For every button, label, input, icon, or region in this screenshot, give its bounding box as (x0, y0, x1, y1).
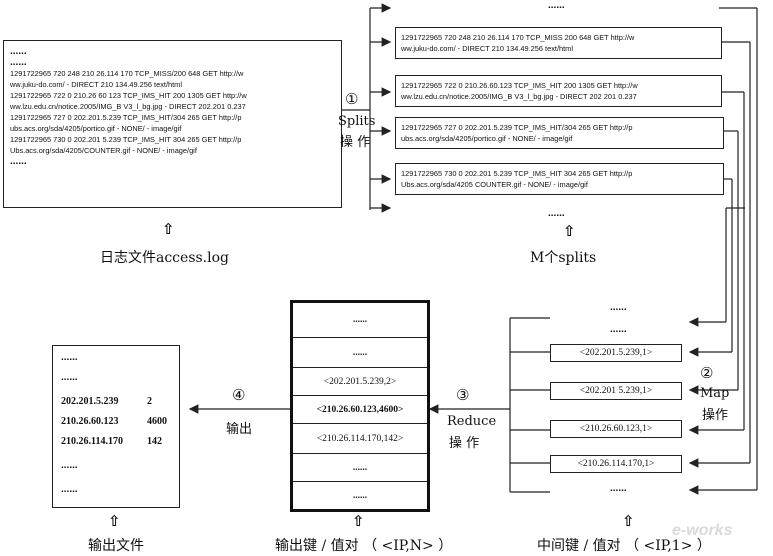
output-file-count: 142 (147, 436, 162, 447)
split-line: 1291722965 720 248 210 26.114 170 TCP_MI… (401, 33, 635, 42)
output-kv-caption: 输出键 / 值对 （ <IP,N> ） (275, 538, 453, 554)
intermediate-pair: <202.201.5.239,1> (550, 344, 682, 362)
splits-top-dots: ...... (548, 0, 565, 11)
up-arrow-icon: ⇧ (352, 512, 365, 530)
step1-label-cn: 操 作 (340, 135, 371, 150)
output-file-row: 210.26.60.123 4600 (61, 416, 171, 436)
log-line: ubs.acs.org/sda/4205/portico.gif - NONE/… (10, 124, 182, 133)
output-file-count: 4600 (147, 416, 167, 427)
output-file-dots: ...... (61, 372, 78, 383)
intermediate-caption: 中间键 / 值对 （ <IP,1> ） (537, 538, 711, 554)
step3-label-cn: 操 作 (449, 436, 480, 451)
step1-number: ① (345, 90, 359, 108)
step2-number: ② (700, 364, 714, 382)
split-line: ww.lzu.edu.cn/notice.2005/IMG_B V3_l_bg.… (401, 92, 637, 101)
output-kv-cell: ...... (293, 337, 427, 367)
intermediate-dots: ...... (610, 483, 627, 494)
intermediate-pair: <202.201 5.239,1> (550, 382, 682, 400)
log-file-box: ...... ...... 1291722965 720 248 210 26.… (3, 40, 342, 208)
step2-label-cn: 操作 (702, 408, 729, 423)
output-kv-cell: <210.26.60.123,4600> (293, 395, 427, 423)
step1-label: Splits (338, 114, 376, 129)
log-file-caption: 日志文件access.log (100, 250, 230, 266)
intermediate-dots: ...... (610, 324, 627, 335)
log-line: ...... (10, 156, 27, 167)
intermediate-pair: <210.26.60.123,1> (550, 420, 682, 438)
split-box: 1291722965 727 0 202.201.5.239 TCP_IMS_H… (395, 117, 724, 149)
output-file-count: 2 (147, 396, 152, 407)
output-kv-box: ...... ...... <202.201.5.239,2> <210.26.… (290, 300, 430, 512)
output-kv-cell: <202.201.5.239,2> (293, 367, 427, 395)
log-line: 1291722965 727 0 202.201.5.239 TCP_IMS_H… (10, 113, 242, 122)
watermark-logo: e-works (672, 522, 733, 539)
log-line: 1291722965 720 248 210 26.114 170 TCP_MI… (10, 69, 244, 78)
split-box: 1291722965 720 248 210 26.114 170 TCP_MI… (395, 27, 722, 59)
output-kv-cell: ...... (352, 315, 368, 325)
up-arrow-icon: ⇧ (108, 512, 121, 530)
split-box: 1291722965 730 0 202.201 5.239 TCP_IMS_H… (395, 163, 724, 195)
output-file-ip: 210.26.60.123 (61, 416, 119, 427)
output-kv-cell: ...... (293, 481, 427, 509)
split-line: ubs.acs.org/sda/4205/portico.gif - NONE/… (401, 134, 573, 143)
step3-number: ③ (456, 386, 470, 404)
up-arrow-icon: ⇧ (622, 512, 635, 530)
log-line: ...... (10, 57, 27, 68)
step3-label: Reduce (447, 414, 497, 429)
log-line: ww.juku-do.com/ - DIRECT 210 134.49.256 … (10, 80, 182, 89)
split-line: Ubs.acs.org/sda/4205 COUNTER.gif - NONE/… (401, 180, 588, 189)
up-arrow-icon: ⇧ (162, 220, 175, 238)
output-kv-cell: <210.26.114.170,142> (293, 423, 427, 453)
split-line: 1291722965 727 0 202.201.5.239 TCP_IMS_H… (401, 123, 633, 132)
splits-bottom-dots: ...... (548, 208, 565, 219)
up-arrow-icon: ⇧ (563, 222, 576, 240)
split-box: 1291722965 722 0 210.26.60.123 TCP_IMS_H… (395, 75, 722, 107)
log-line: ...... (10, 46, 27, 57)
output-kv-cell: ...... (293, 453, 427, 481)
intermediate-dots: ...... (610, 302, 627, 313)
step2-label: Map (700, 386, 730, 401)
split-line: 1291722965 730 0 202.201 5.239 TCP_IMS_H… (401, 169, 633, 178)
log-line: Ubs.acs.org/sda/4205/COUNTER.gif - NONE/… (10, 146, 197, 155)
output-file-row: 202.201.5.239 2 (61, 396, 171, 416)
output-file-box: ...... ...... 202.201.5.239 2 210.26.60.1… (52, 345, 180, 508)
output-file-dots: ...... (61, 352, 78, 363)
output-file-ip: 210.26.114.170 (61, 436, 123, 447)
log-line: 1291722965 722 0 210.26 60 123 TCP_IMS_H… (10, 91, 247, 100)
output-file-row: 210.26.114.170 142 (61, 436, 171, 460)
output-file-dots: ...... (61, 460, 78, 471)
output-file-ip: 202.201.5.239 (61, 396, 119, 407)
intermediate-pair: <210.26.114.170,1> (550, 455, 682, 473)
log-line: 1291722965 730 0 202.201 5.239 TCP_IMS_H… (10, 135, 242, 144)
splits-caption: M个splits (530, 250, 597, 266)
output-file-dots: ...... (61, 484, 78, 495)
split-line: ww.juku-do.com/ - DIRECT 210 134.49.256 … (401, 44, 573, 53)
step4-label: 输出 (226, 422, 253, 437)
split-line: 1291722965 722 0 210.26.60.123 TCP_IMS_H… (401, 81, 638, 90)
output-file-caption: 输出文件 (88, 538, 144, 554)
step4-number: ④ (232, 386, 246, 404)
log-line: ww.lzu.edu.cn/notice.2005/IMG_B V3_l_bg.… (10, 102, 246, 111)
